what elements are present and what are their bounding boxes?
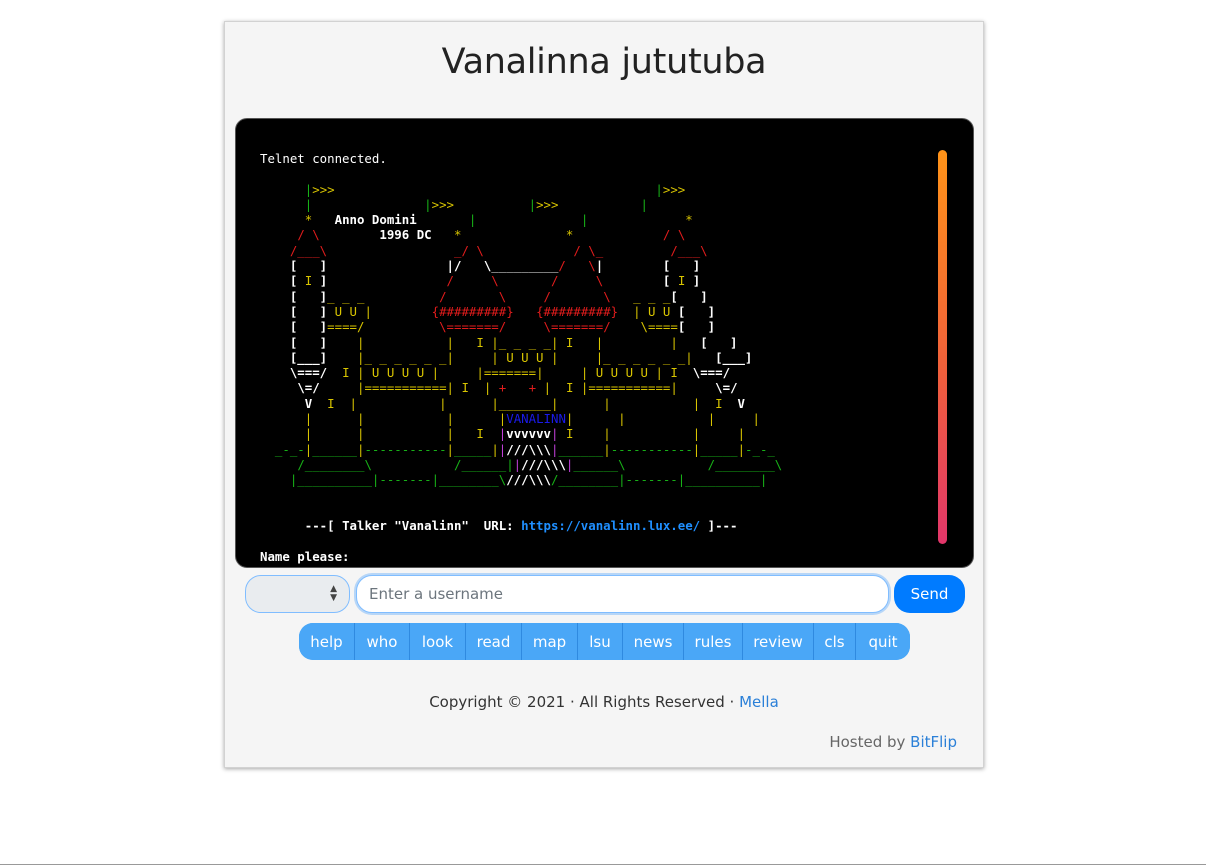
talker-banner-prefix: ---[ Talker "Vanalinn" URL:: [304, 518, 522, 534]
page-title: Vanalinna jututuba: [441, 42, 767, 82]
command-read-button[interactable]: read: [466, 623, 522, 660]
command-news-button[interactable]: news: [623, 623, 684, 660]
terminal-text: Telnet connected. |>>> |>>> | |>>> |>>> …: [260, 151, 783, 564]
send-button[interactable]: Send: [894, 575, 965, 613]
talker-url-link[interactable]: https://vanalinn.lux.ee/: [521, 518, 701, 534]
hosted-by-footer: Hosted by BitFlip: [829, 733, 957, 751]
castle-year-text: 1996 DC: [379, 227, 432, 243]
author-link[interactable]: Mella: [739, 693, 779, 711]
mode-select[interactable]: ▲▼: [245, 575, 350, 613]
chat-card: Vanalinna jututuba Telnet connected. |>>…: [224, 21, 984, 768]
terminal-output[interactable]: Telnet connected. |>>> |>>> | |>>> |>>> …: [235, 118, 974, 568]
talker-banner-suffix: ]---: [700, 518, 738, 534]
input-row: ▲▼ Send: [245, 575, 965, 613]
connection-status: Telnet connected.: [260, 151, 387, 166]
copyright-footer: Copyright © 2021 · All Rights Reserved ·…: [225, 693, 983, 711]
command-cls-button[interactable]: cls: [814, 623, 856, 660]
username-input[interactable]: [356, 575, 889, 613]
name-prompt: Name please:: [260, 548, 350, 564]
hosted-text: Hosted by: [829, 733, 911, 751]
select-arrows-icon: ▲▼: [330, 584, 337, 603]
command-who-button[interactable]: who: [355, 623, 410, 660]
castle-gate-sign: VANALINN: [506, 411, 566, 427]
command-quit-button[interactable]: quit: [856, 623, 910, 660]
command-lsu-button[interactable]: lsu: [578, 623, 623, 660]
command-button-group: help who look read map lsu news rules re…: [299, 623, 910, 660]
terminal-scrollbar[interactable]: [938, 150, 947, 544]
command-rules-button[interactable]: rules: [684, 623, 743, 660]
copyright-text: Copyright © 2021 · All Rights Reserved ·: [429, 693, 740, 711]
command-review-button[interactable]: review: [743, 623, 814, 660]
command-help-button[interactable]: help: [299, 623, 355, 660]
castle-anno-text: Anno Domini: [334, 212, 417, 228]
host-link[interactable]: BitFlip: [910, 733, 957, 751]
command-map-button[interactable]: map: [522, 623, 578, 660]
command-look-button[interactable]: look: [410, 623, 466, 660]
